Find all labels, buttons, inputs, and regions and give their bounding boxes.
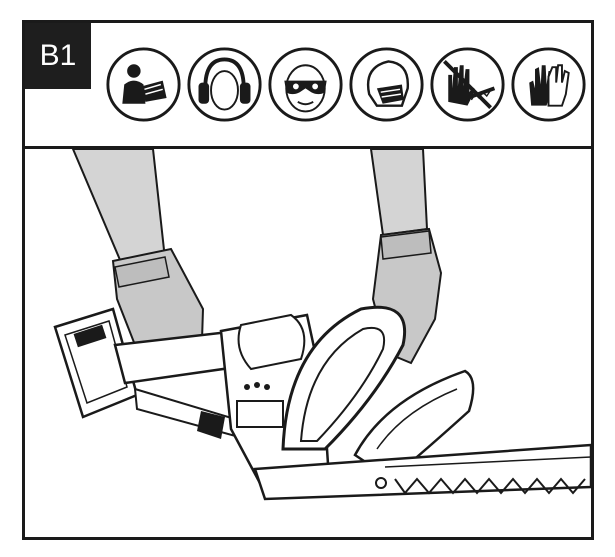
section-label: B1	[25, 23, 91, 89]
gloves-icon	[511, 47, 586, 122]
ear-protection-icon	[187, 47, 262, 122]
instruction-panel: B1	[22, 20, 594, 540]
right-sleeve	[369, 149, 429, 237]
eye-protection-icon	[268, 47, 343, 122]
hedge-trimmer-illustration	[53, 149, 591, 501]
left-sleeve	[71, 149, 167, 269]
blade-guard	[353, 369, 475, 481]
ppe-header: B1	[25, 23, 591, 149]
read-manual-icon	[106, 47, 181, 122]
ppe-icon-row	[105, 46, 587, 124]
dust-mask-icon	[349, 47, 424, 122]
no-hands-near-blade-icon	[430, 47, 505, 122]
